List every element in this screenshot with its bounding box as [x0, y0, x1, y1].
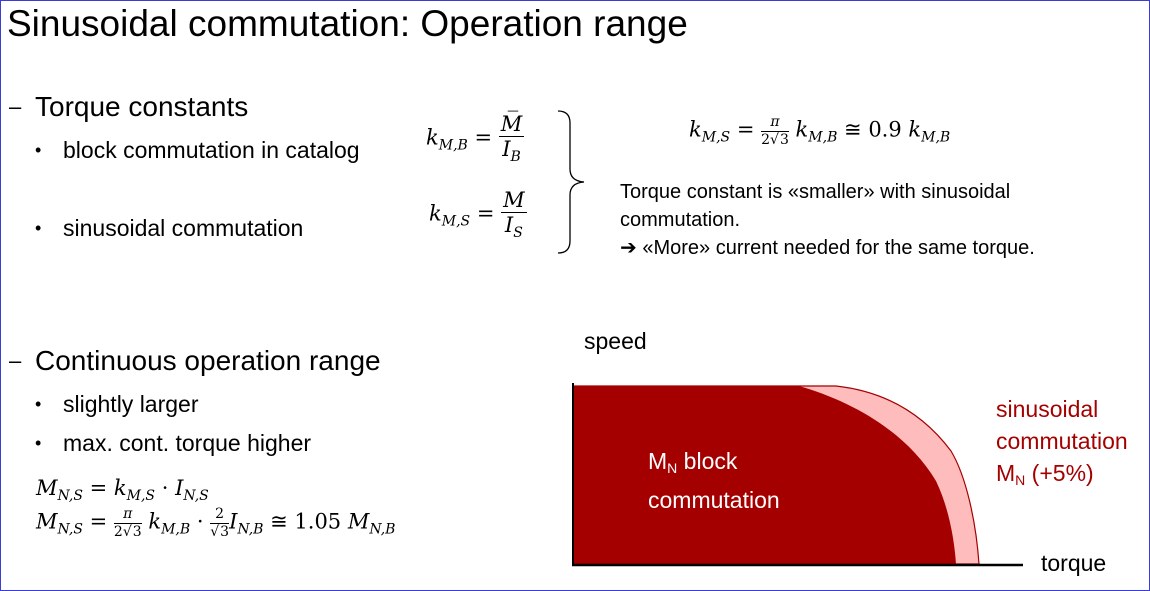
bullet-dot-icon: • — [35, 394, 42, 414]
slide-title: Sinusoidal commutation: Operation range — [7, 3, 688, 44]
y-axis-label: speed — [584, 328, 647, 354]
dash-icon: – — [9, 94, 22, 119]
block-region-label: MN block commutation — [648, 448, 780, 513]
formula-kms: kM,S = M IS — [429, 188, 527, 242]
formula-kmb: kM,B = M̅ IB — [426, 112, 525, 166]
bullet-slightly-larger: •slightly larger — [35, 391, 199, 417]
bullet-dot-icon: • — [35, 433, 42, 453]
torque-constant-note: Torque constant is «smaller» with sinuso… — [620, 181, 1035, 259]
bullet-sinusoidal-commutation: •sinusoidal commutation — [35, 215, 304, 241]
section-continuous-range-heading: –Continuous operation range — [9, 345, 381, 376]
bullet-block-commutation: •block commutation in catalog — [35, 137, 360, 163]
dash-icon: – — [9, 348, 22, 373]
bullet-dot-icon: • — [35, 140, 42, 160]
curly-brace-icon — [557, 110, 585, 254]
arrow-right-icon: ➔ — [620, 237, 637, 259]
x-axis-label: torque — [1041, 550, 1107, 576]
formula-mns-expanded: MN,S = π 2√3 kM,B · 2 √3 IN,B ≅ 1.05 MN,… — [36, 506, 396, 540]
block-region — [573, 386, 956, 564]
formula-relation: kM,S = π 2√3 kM,B ≅ 0.9 kM,B — [689, 114, 951, 148]
bullet-torque-higher: •max. cont. torque higher — [35, 430, 312, 456]
sinusoidal-region-label: sinusoidal commutation MN (+5%) — [996, 396, 1128, 488]
bullet-dot-icon: • — [35, 218, 42, 238]
section-torque-constants-heading: –Torque constants — [9, 91, 249, 122]
formula-mns: MN,S = kM,S · IN,S — [36, 476, 209, 504]
operation-range-diagram — [572, 383, 1023, 567]
